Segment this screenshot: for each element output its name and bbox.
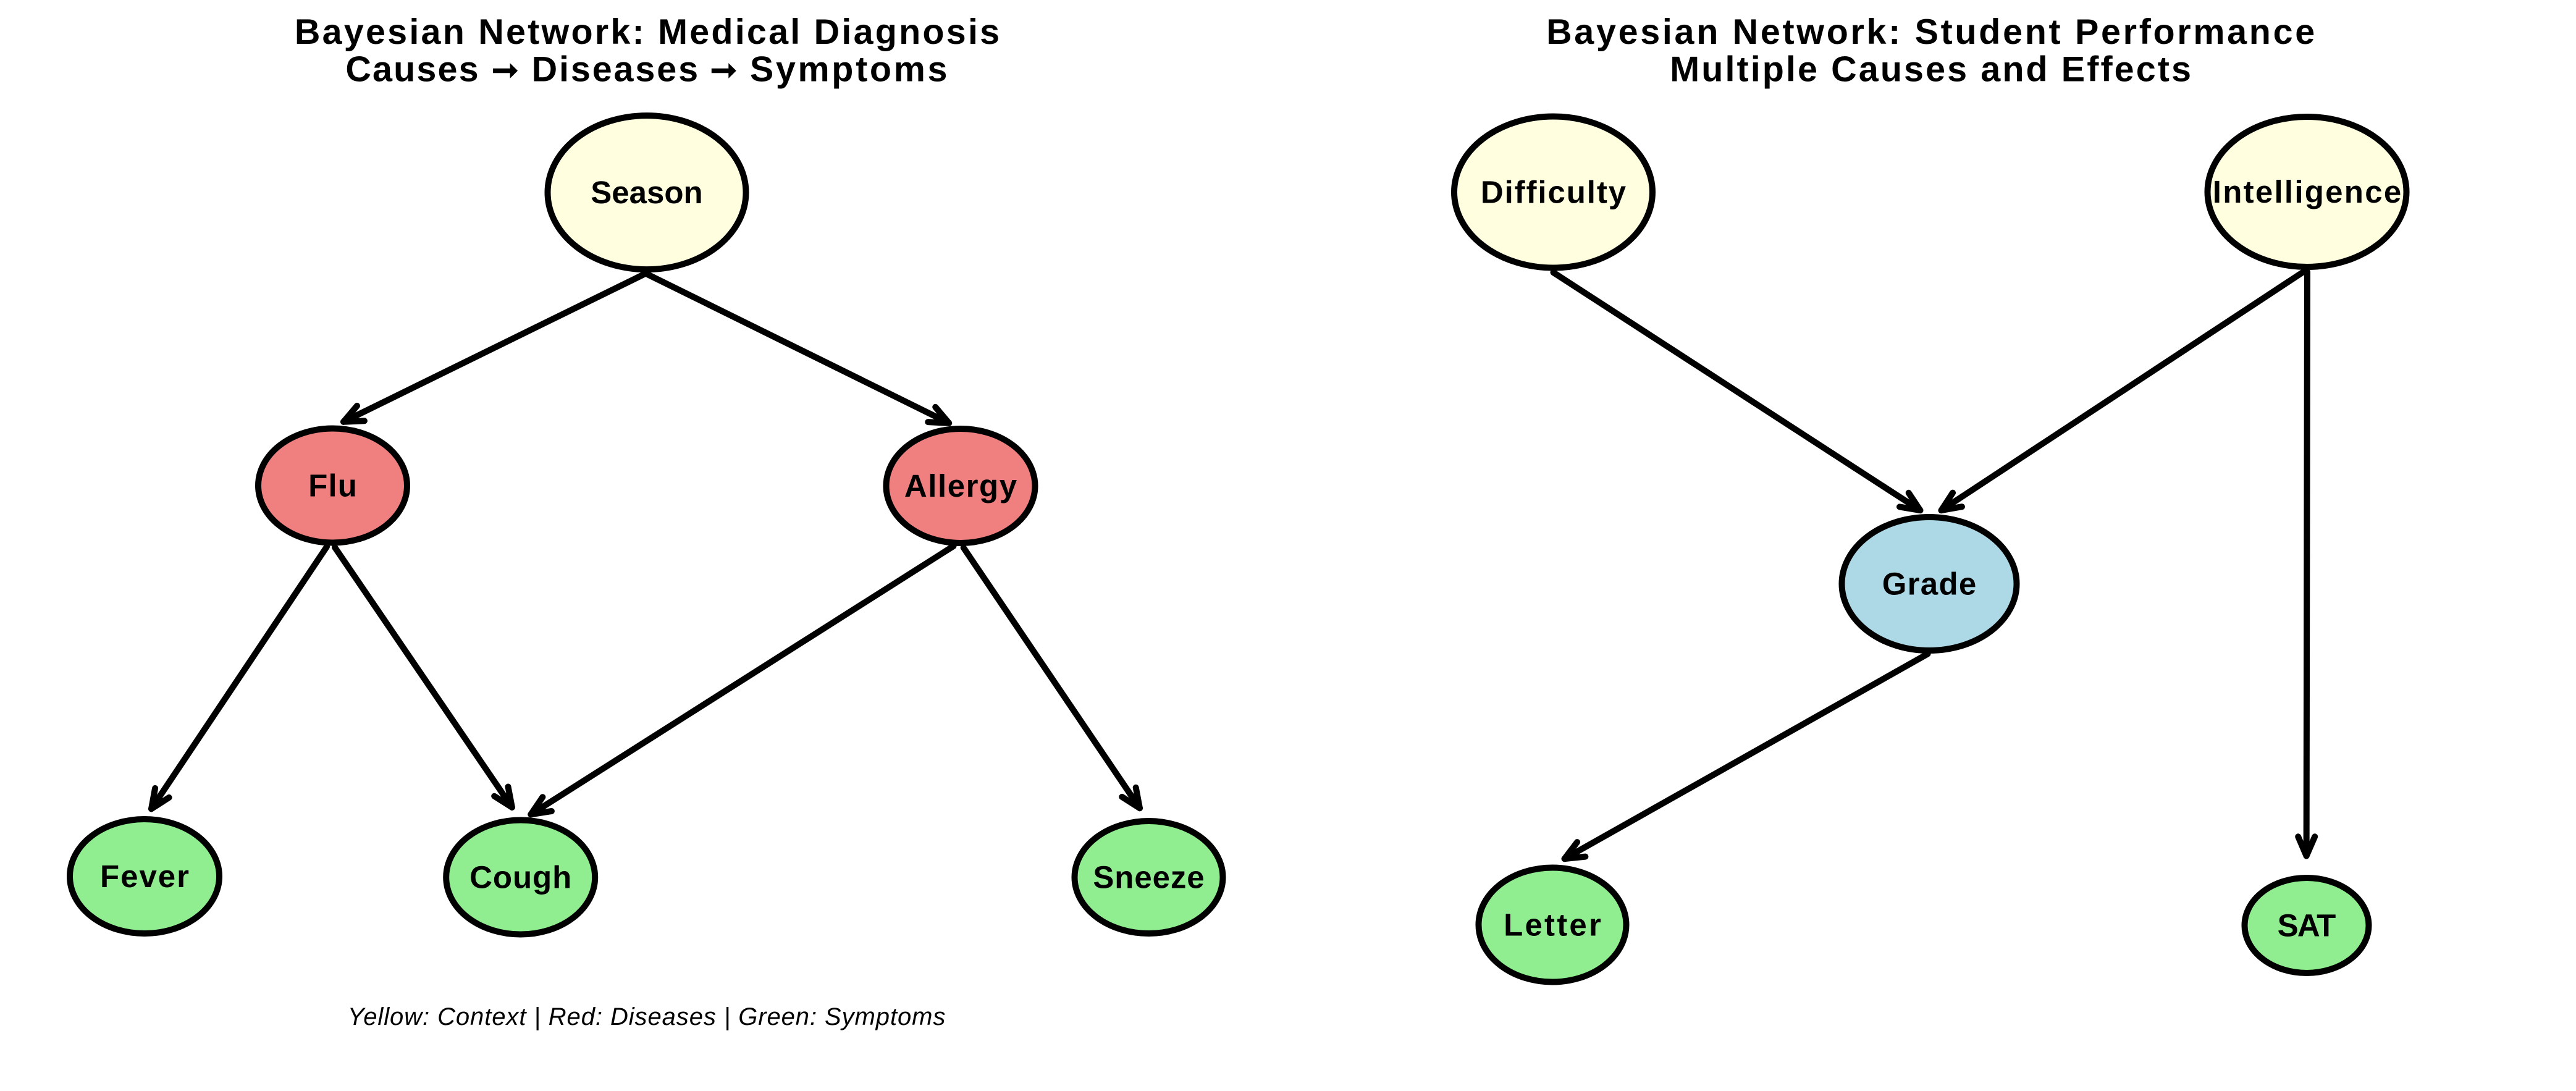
svg-text:Sneeze: Sneeze xyxy=(1093,860,1205,895)
svg-text:Season: Season xyxy=(591,175,702,210)
svg-text:Fever: Fever xyxy=(100,859,190,894)
svg-text:Letter: Letter xyxy=(1504,908,1603,943)
svg-text:Yellow: Context | Red: Disease: Yellow: Context | Red: Diseases | Green:… xyxy=(348,1003,946,1030)
svg-text:Symptoms: Symptoms xyxy=(750,50,949,90)
svg-text:Diseases: Diseases xyxy=(532,50,700,90)
svg-text:Cough: Cough xyxy=(469,860,572,895)
svg-text:Causes: Causes xyxy=(345,50,479,90)
svg-text:SAT: SAT xyxy=(2278,908,2336,943)
svg-text:Multiple Causes and Effects: Multiple Causes and Effects xyxy=(1670,50,2193,90)
svg-text:Allergy: Allergy xyxy=(904,468,1018,503)
svg-text:Bayesian Network: Medical Diag: Bayesian Network: Medical Diagnosis xyxy=(295,12,1002,52)
svg-text:Grade: Grade xyxy=(1882,567,1977,602)
svg-text:Intelligence: Intelligence xyxy=(2213,174,2403,209)
svg-text:Flu: Flu xyxy=(308,468,358,503)
svg-text:Bayesian Network: Student Perf: Bayesian Network: Student Performance xyxy=(1546,12,2317,52)
svg-text:Difficulty: Difficulty xyxy=(1481,175,1627,210)
